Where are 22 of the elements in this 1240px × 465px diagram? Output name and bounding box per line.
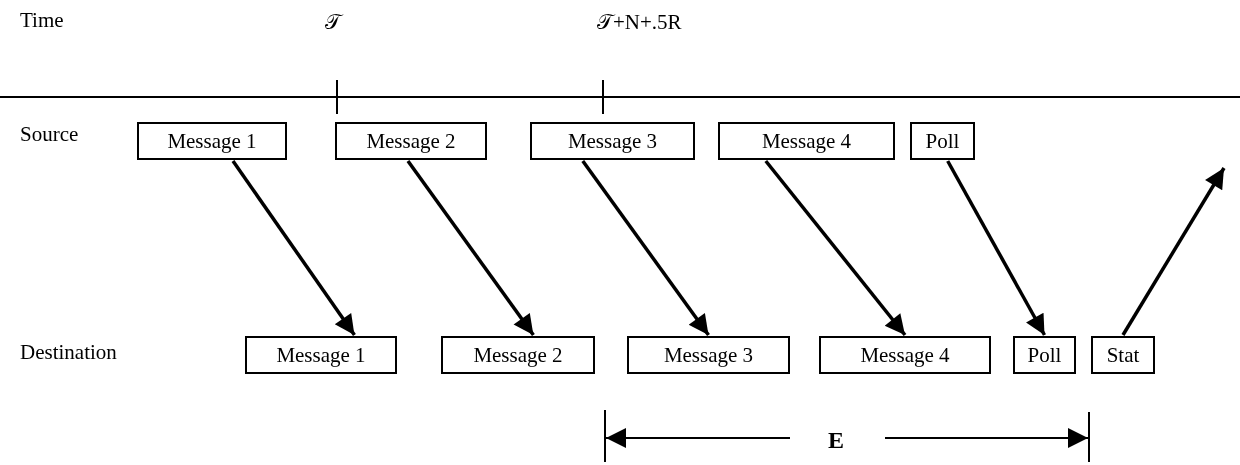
message-box: Stat [1091,336,1155,374]
axis-label: Time [20,10,64,31]
time-marker-label: 𝒯+N+.5R [597,12,682,33]
arrow [581,159,710,337]
message-box: Message 3 [530,122,695,160]
message-box: Message 2 [441,336,595,374]
arrow [1121,167,1226,336]
dimension-label: E [828,428,844,452]
arrow [946,160,1047,336]
message-box: Message 1 [245,336,397,374]
row-label: Destination [20,342,117,363]
message-box: Message 4 [718,122,895,160]
arrow [764,159,907,337]
arrow [231,160,356,336]
message-box: Poll [910,122,975,160]
message-box: Poll [1013,336,1076,374]
message-box: Message 2 [335,122,487,160]
message-box: Message 4 [819,336,991,374]
message-box: Message 1 [137,122,287,160]
row-label: Source [20,124,79,145]
arrow [406,159,535,337]
message-box: Message 3 [627,336,790,374]
